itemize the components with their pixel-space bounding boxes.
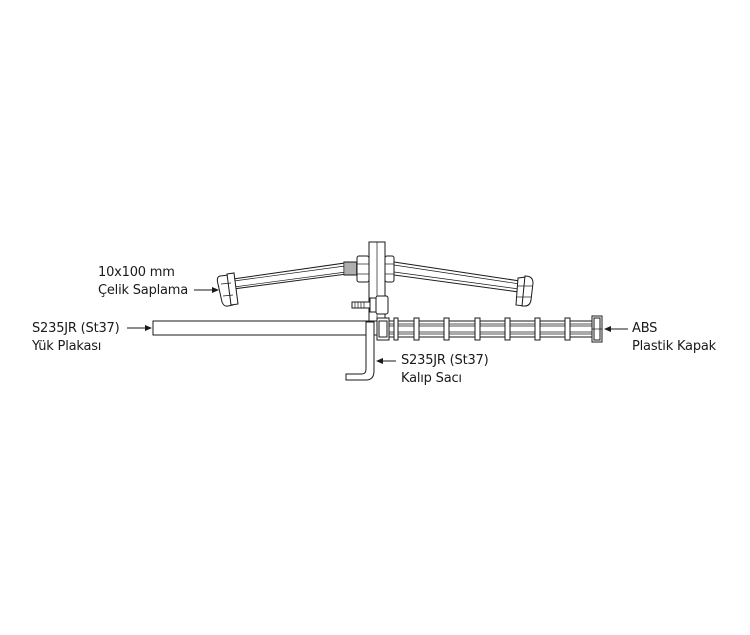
horizontal-rod-assembly — [388, 317, 593, 341]
load-plate-material-label: S235JR (St37) — [32, 321, 120, 336]
right-stud-head — [515, 275, 534, 307]
cap-name-label: Plastik Kapak — [632, 339, 716, 354]
left-steel-stud — [232, 262, 348, 290]
leader-stud — [194, 287, 219, 293]
small-screw — [351, 295, 389, 315]
load-plate-name-label: Yük Plakası — [32, 339, 102, 354]
abs-plastic-cap — [591, 315, 603, 343]
leader-form-sheet — [376, 358, 396, 364]
form-sheet — [345, 321, 375, 381]
right-steel-stud — [393, 261, 521, 293]
junction-block — [376, 317, 390, 341]
form-sheet-material-label: S235JR (St37) — [401, 353, 489, 368]
stud-size-label: 10x100 mm — [98, 265, 175, 280]
left-nut — [356, 255, 370, 283]
form-sheet-name-label: Kalıp Sacı — [401, 371, 462, 386]
left-stud-head — [216, 272, 239, 307]
left-thread — [343, 261, 359, 276]
cap-material-label: ABS — [632, 321, 658, 336]
stud-name-label: Çelik Saplama — [98, 283, 189, 298]
load-plate — [152, 320, 378, 336]
leader-load-plate — [127, 325, 152, 331]
leader-cap — [604, 326, 628, 332]
rod-collars — [393, 317, 571, 341]
right-nut — [384, 255, 395, 283]
